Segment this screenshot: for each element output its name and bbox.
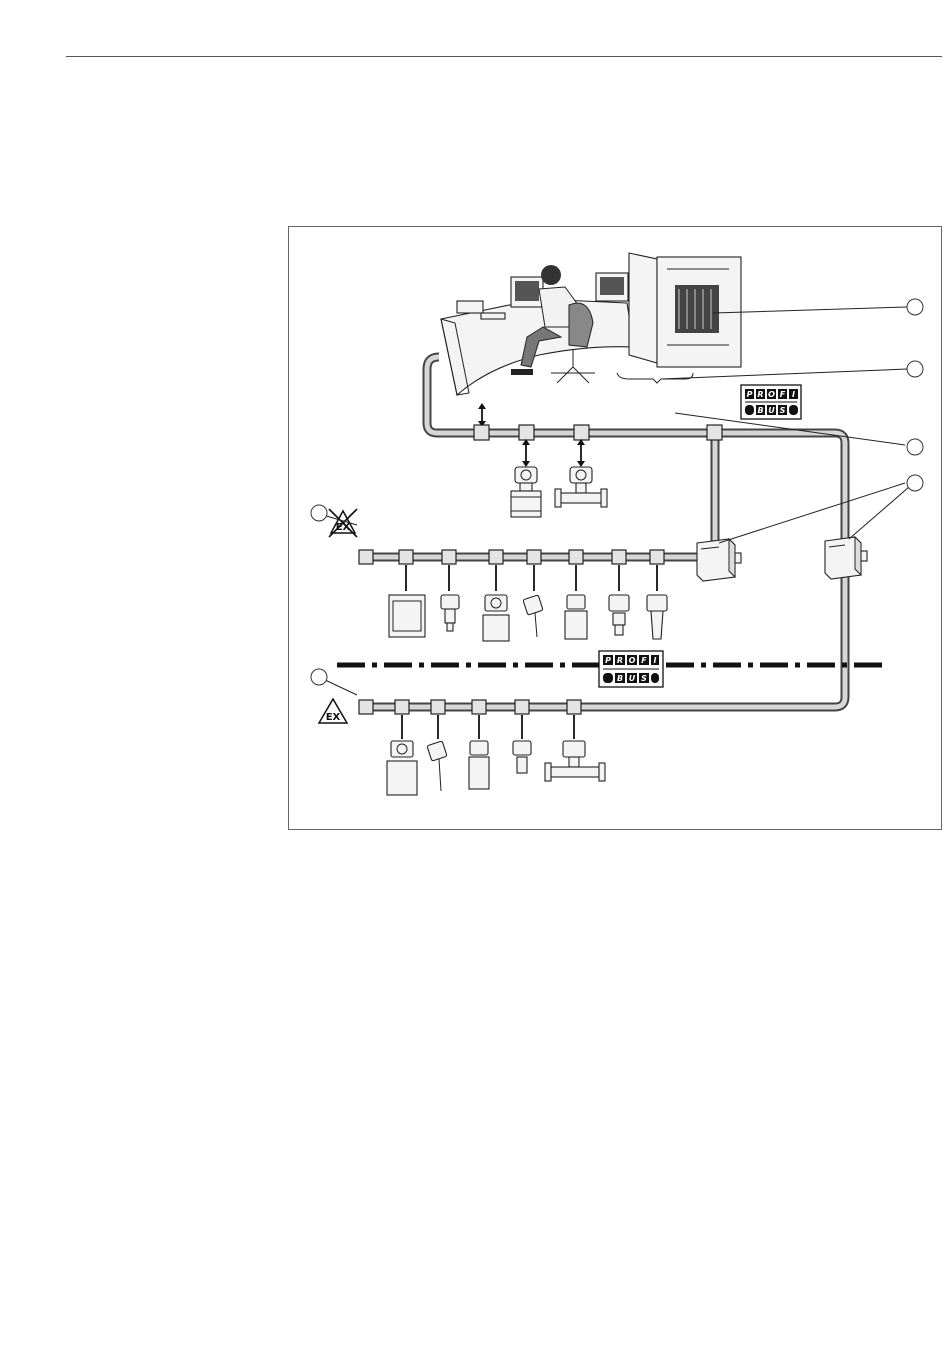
dp-node — [707, 425, 722, 440]
dp-node — [574, 425, 589, 440]
logo-letter: I — [654, 656, 657, 665]
logo-letter: R — [617, 656, 623, 665]
segment-coupler-non-ex — [697, 539, 741, 581]
logo-top-row-1: P R O F I — [745, 389, 798, 399]
callout-circle — [907, 475, 923, 491]
header-rule — [66, 56, 942, 57]
logo-letter: I — [792, 390, 795, 399]
logo-letter: P — [747, 390, 753, 399]
ex-temperature-sensor — [427, 741, 447, 791]
dp-node — [474, 425, 489, 440]
profibus-logo-mid: P R O F I B U S — [599, 651, 663, 687]
ex-level-transmitter — [513, 741, 531, 773]
callout-circle — [907, 361, 923, 377]
logo-letter: S — [780, 406, 786, 415]
ex-label: EX — [326, 712, 341, 723]
coriolis-flowmeter — [555, 467, 607, 507]
diagram-canvas: EX EX P R O F I B U S — [289, 227, 943, 831]
logo-letter: B — [757, 406, 763, 415]
pa-devices-non-ex — [389, 595, 667, 641]
electromagnetic-flowmeter — [511, 467, 541, 517]
logo-letter: U — [768, 406, 775, 415]
segment-coupler-ex — [825, 537, 867, 579]
callout-circle — [311, 505, 327, 521]
pressure-transmitter — [441, 595, 459, 631]
logo-letter: F — [641, 656, 647, 665]
flowmeter-transmitter — [483, 595, 509, 641]
pa-device-links-ex — [402, 715, 574, 739]
control-cabinet — [629, 253, 741, 367]
logo-letter: S — [641, 674, 647, 683]
callout-circle — [907, 299, 923, 315]
dp-device-links — [522, 439, 585, 467]
level-transmitter — [609, 595, 629, 635]
pa-device-links-non-ex — [406, 565, 657, 591]
temperature-sensor — [523, 595, 543, 637]
monitor-right-screen — [600, 277, 624, 295]
ex-pressure-transmitter — [469, 741, 489, 789]
monitor-left-screen — [515, 281, 539, 301]
profibus-network-diagram: EX EX P R O F I B U S — [288, 226, 942, 830]
control-room — [441, 253, 741, 395]
ex-coriolis-flowmeter — [545, 741, 605, 781]
callout-circle — [311, 669, 327, 685]
plc-rack — [675, 285, 719, 333]
ex-flowmeter — [387, 741, 417, 795]
printer — [457, 301, 483, 313]
logo-letter: O — [768, 390, 775, 399]
differential-pressure-transmitter — [565, 595, 587, 639]
callout-circle — [907, 439, 923, 455]
radar-level-sensor — [647, 595, 667, 639]
logo-letter: P — [605, 656, 611, 665]
logo-letter: B — [617, 674, 623, 683]
logo-letter: R — [757, 390, 763, 399]
logo-top-row-2: B U S — [745, 405, 798, 415]
logo-letter: O — [629, 656, 636, 665]
crossed-out-ex-icon: EX — [329, 509, 357, 537]
ex-hazard-icon: EX — [319, 699, 347, 723]
profibus-logo-top: P R O F I B U S — [741, 385, 801, 419]
dp-node — [519, 425, 534, 440]
field-display-unit — [389, 595, 425, 637]
keyboard — [481, 313, 505, 319]
logo-letter: F — [780, 390, 786, 399]
pa-devices-ex — [387, 741, 605, 795]
logo-letter: U — [629, 674, 636, 683]
desk-bus-arrow — [478, 403, 486, 427]
